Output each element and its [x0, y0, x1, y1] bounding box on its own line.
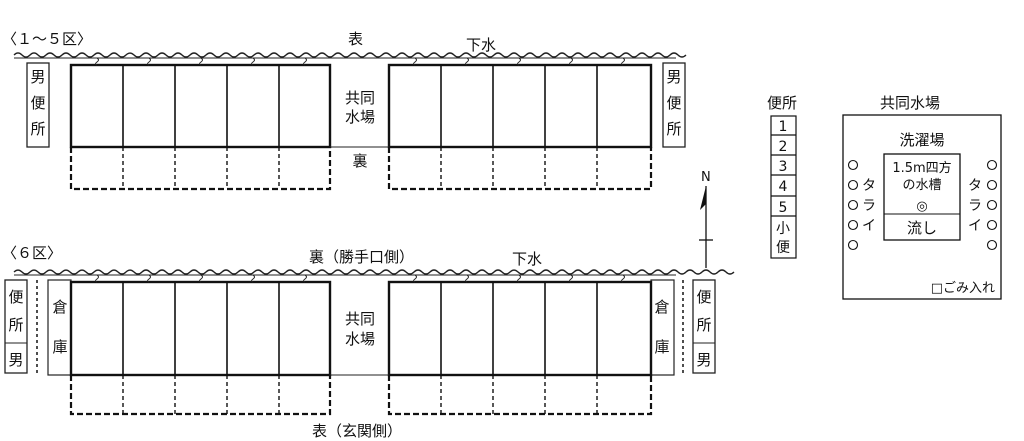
tub-label-left-3: イ: [862, 218, 876, 234]
section1-left-toilet-char-1: 男: [30, 68, 45, 86]
water-place-frame: [842, 114, 1002, 300]
section2-title: 〈６区〉: [2, 244, 62, 262]
toilet-detail-title: 便所: [767, 94, 797, 112]
toilet-stall-4: 4: [779, 179, 788, 195]
section1-left-toilet: [26, 62, 50, 148]
water-place-title: 共同水場: [880, 94, 940, 112]
section1-left-houses: [69, 63, 332, 149]
compass-arrow-icon: [700, 186, 706, 210]
toilet-stall-5: 5: [779, 200, 788, 216]
section1-top-label: 表: [348, 30, 363, 48]
section1-drain-connectors: [95, 57, 625, 66]
section2-center-label-2: 水場: [345, 330, 375, 348]
tub-label-right-2: ラ: [968, 198, 982, 214]
section2-right-storage-char-1: 倉: [654, 298, 669, 316]
tank-label-2: の水槽: [902, 178, 941, 193]
compass: N: [699, 170, 713, 268]
section2-right-toilet: [692, 279, 716, 374]
section2-right-houses: [387, 280, 653, 377]
section2-left-storage-char-2: 庫: [52, 338, 67, 356]
compass-north-label: N: [701, 170, 711, 185]
toilet-stall-3: 3: [779, 159, 788, 175]
section2-left-storage-char-1: 倉: [52, 298, 67, 316]
section1-right-toilet-char-1: 男: [666, 68, 681, 86]
section1-left-toilet-char-3: 所: [30, 120, 45, 138]
sink-label: 流し: [907, 219, 937, 237]
tank-symbol-icon: ◎: [916, 199, 927, 214]
section2-left-toilet-char-1: 便: [8, 288, 23, 306]
section1-right-houses: [387, 63, 653, 149]
section2-right-storage-char-2: 庫: [654, 338, 669, 356]
toilet-stall-2: 2: [779, 139, 788, 155]
section1-drain-line: [13, 52, 687, 58]
section1-center-label-1: 共同: [345, 89, 375, 107]
section1-right-toilet-char-2: 便: [666, 94, 681, 112]
tub-label-left-1: タ: [862, 178, 876, 194]
section2-drain-label: 下水: [512, 250, 542, 268]
toilet-stall-1: 1: [779, 119, 788, 135]
section2-frontyards: [69, 375, 653, 416]
section2-left-toilet-char-3: 男: [8, 351, 23, 369]
section2-right-toilet-char-2: 所: [696, 316, 711, 334]
section2-right-toilet-char-1: 便: [696, 288, 711, 306]
tub-label-left-2: ラ: [862, 198, 876, 214]
tub-circles-right: [986, 159, 998, 251]
section1-backyards: [69, 147, 653, 191]
section1-right-toilet: [662, 62, 686, 148]
section1-right-toilet-char-3: 所: [666, 120, 681, 138]
tub-label-right-3: イ: [968, 218, 982, 234]
section1-back-label: 裏: [352, 152, 367, 170]
section2-bottom-label: 表（玄関側）: [312, 422, 402, 440]
section2-right-storage: [650, 279, 675, 376]
section1-center-label-2: 水場: [345, 108, 375, 126]
section1-drain-label: 下水: [466, 36, 496, 54]
water-tank: [883, 153, 961, 241]
section2-drain-line: [13, 269, 735, 275]
toilet-stall-urinal-2: 便: [776, 240, 790, 256]
section2-left-toilet: [4, 279, 28, 374]
section1-title: 〈１～５区〉: [2, 30, 92, 48]
section2-right-toilet-char-3: 男: [696, 351, 711, 369]
tub-label-right-1: タ: [968, 178, 982, 194]
toilet-detail-stalls: [770, 115, 797, 259]
trash-label: □ごみ入れ: [931, 280, 995, 296]
section2-top-label: 裏（勝手口側）: [309, 248, 414, 266]
section2-left-storage: [47, 279, 72, 376]
section2-left-toilet-char-2: 所: [8, 316, 23, 334]
tub-circles-left: [847, 159, 859, 251]
tank-label-1: 1.5m四方: [892, 160, 951, 176]
section2-center-label-1: 共同: [345, 310, 375, 328]
laundry-label: 洗濯場: [899, 131, 944, 149]
section1-left-toilet-char-2: 便: [30, 94, 45, 112]
section2-left-houses: [69, 280, 332, 377]
section2-drain-connectors: [95, 274, 625, 283]
toilet-stall-urinal-1: 小: [776, 221, 790, 237]
